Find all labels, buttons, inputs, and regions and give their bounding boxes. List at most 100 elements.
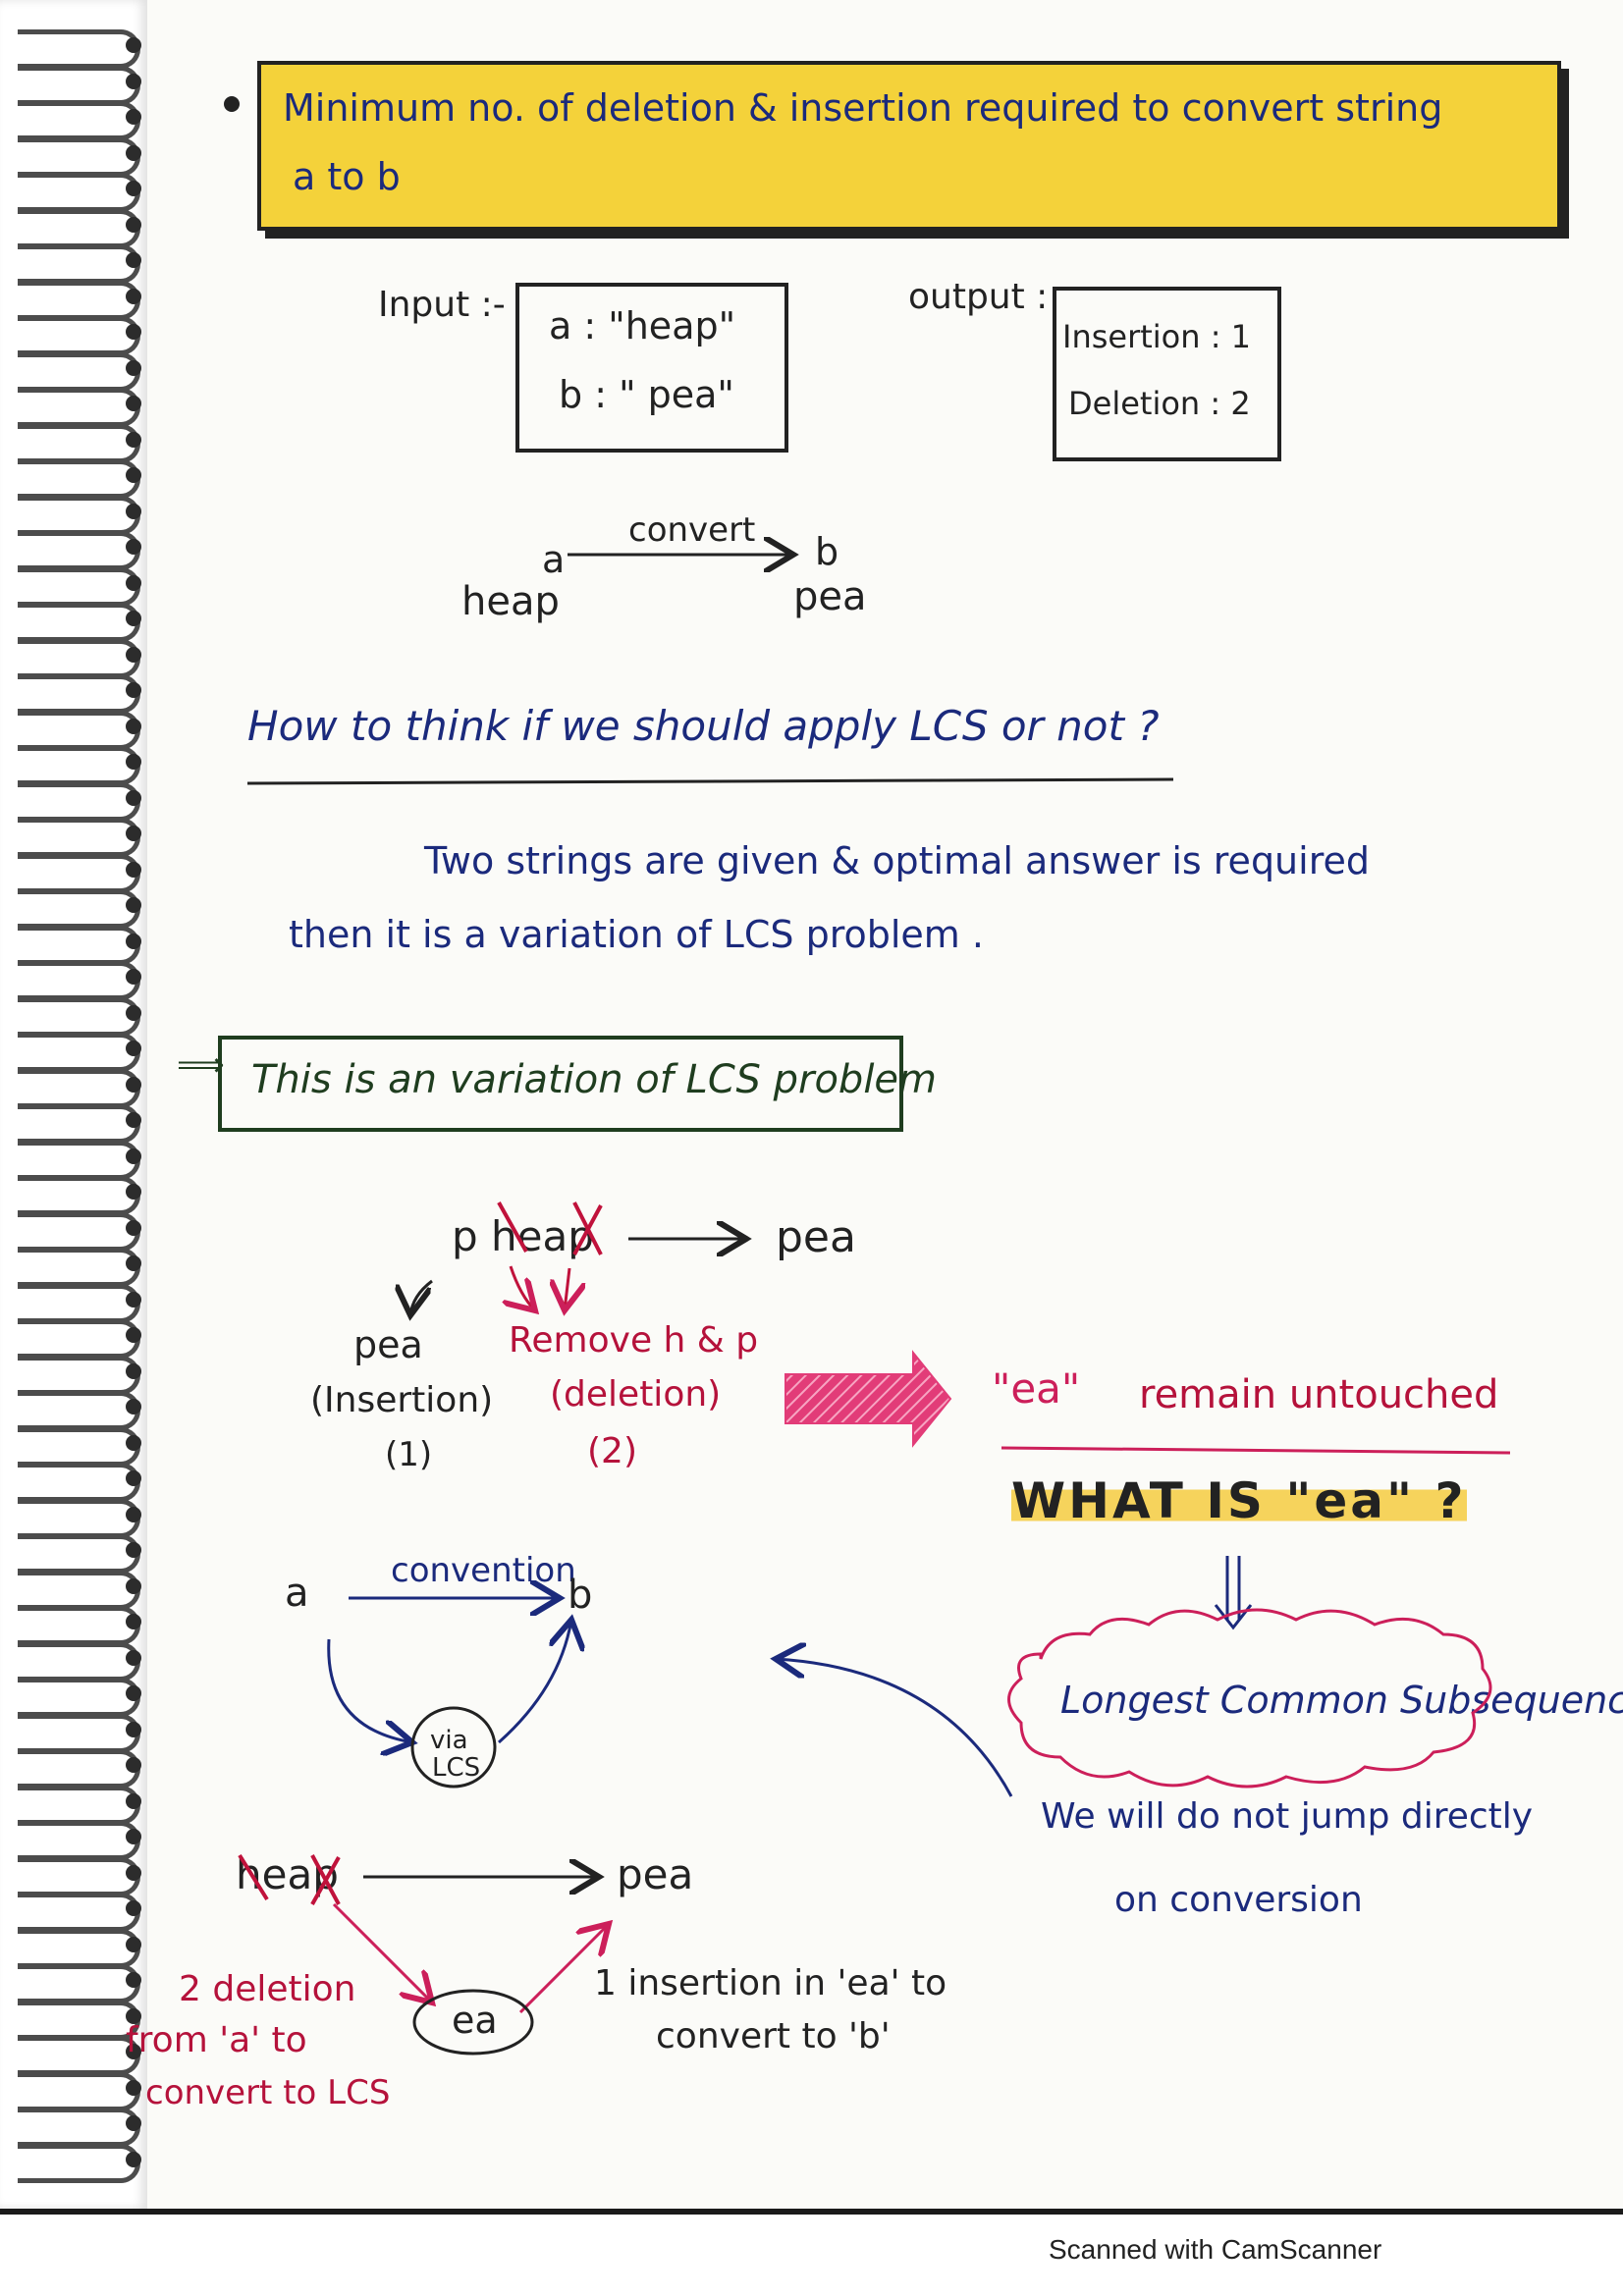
left-note-2: from 'a' to: [126, 2020, 307, 2060]
spiral-hole: [126, 73, 141, 89]
spiral-hole: [126, 1004, 141, 1021]
spiral-hole: [126, 252, 141, 268]
strike-h: [497, 1201, 528, 1253]
spiral-hole: [126, 1864, 141, 1881]
spiral-hole: [126, 1362, 141, 1379]
spiral-hole: [126, 1685, 141, 1701]
convert-b: b: [815, 530, 839, 573]
via-lcs-circle: [410, 1706, 497, 1789]
spiral-hole: [126, 789, 141, 806]
lcs-cloud-text: Longest Common Subsequence: [1060, 1679, 1623, 1722]
final-up-right: [518, 1924, 609, 2014]
insertion-word: pea: [353, 1323, 423, 1366]
final-strike-p2: [310, 1856, 341, 1905]
spiral-hole: [126, 1721, 141, 1737]
right-note-2: convert to 'b': [656, 2016, 891, 2056]
left-note-1: 2 deletion: [179, 1969, 356, 2009]
spiral-hole: [126, 181, 141, 196]
deletion-pointer-2: [565, 1267, 569, 1310]
conv-a: a: [285, 1571, 309, 1616]
remain-underline: [1001, 1446, 1511, 1455]
final-strike-h: [238, 1853, 269, 1901]
explanation-line-2: then it is a variation of LCS problem .: [289, 913, 984, 956]
spiral-hole: [126, 1041, 141, 1056]
spiral-hole: [126, 754, 141, 770]
spiral-hole: [126, 539, 141, 555]
spiral-hole: [126, 1255, 141, 1271]
drawing-layer: [238, 0, 1511, 2056]
spiral-hole: [126, 1327, 141, 1343]
final-middle: ea: [452, 1999, 498, 2042]
insertion-pointer: [410, 1279, 433, 1315]
notebook-page: Minimum no. of deletion & insertion requ…: [0, 0, 1623, 2215]
spiral-hole: [126, 1184, 141, 1200]
title-highlight-box: Minimum no. of deletion & insertion requ…: [257, 61, 1561, 231]
spiral-hole: [126, 2151, 141, 2167]
title-line-2: a to b: [293, 155, 401, 198]
spiral-hole: [126, 37, 141, 53]
spiral-hole: [126, 1757, 141, 1773]
conv-up-curve: [498, 1620, 571, 1744]
deletion-count: (2): [587, 1431, 637, 1471]
spiral-hole: [126, 646, 141, 663]
bullet-dot: [224, 96, 240, 112]
spiral-hole: [126, 1148, 141, 1164]
spiral-hole: [126, 2079, 141, 2096]
spiral-binding: [0, 0, 147, 2209]
transform-target: pea: [776, 1212, 856, 1262]
spiral-hole: [126, 933, 141, 949]
arrow-marker: ⟹: [177, 1045, 225, 1085]
spiral-hole: [126, 1542, 141, 1558]
spiral-hole: [126, 1112, 141, 1128]
input-box: a : "heap" b : " pea": [515, 283, 788, 453]
spiral-hole: [126, 359, 141, 376]
convert-b-value: pea: [793, 574, 867, 619]
what-is-heading: WHAT IS "ea" ?: [1011, 1472, 1467, 1529]
spiral-hole: [126, 144, 141, 161]
input-a-value: a : "heap": [549, 304, 736, 347]
spiral-hole: [126, 396, 141, 411]
variation-box: This is an variation of LCS problem: [218, 1036, 937, 1132]
convert-arrow-label: convert: [628, 510, 756, 550]
deletion-pointer-1: [511, 1265, 535, 1310]
note-line-2: on conversion: [1114, 1880, 1363, 1920]
double-arrow-head: [1214, 1604, 1253, 1630]
convert-a: a: [542, 538, 566, 581]
conv-down-curve: [327, 1638, 412, 1742]
title-line-1: Minimum no. of deletion & insertion requ…: [283, 86, 1443, 130]
spiral-hole: [126, 1900, 141, 1916]
footer-watermark: Scanned with CamScanner: [1049, 2234, 1382, 2265]
spiral-hole: [126, 2115, 141, 2131]
output-box: Insertion : 1 Deletion : 2: [1053, 287, 1281, 461]
spiral-hole: [126, 1614, 141, 1629]
spiral-hole: [126, 503, 141, 519]
deletion-label: (deletion): [550, 1374, 722, 1415]
remain-quote: "ea": [992, 1364, 1081, 1413]
spiral-hole: [126, 431, 141, 448]
spiral-hole: [126, 969, 141, 985]
spiral-hole: [126, 288, 141, 304]
left-note-3: convert to LCS: [145, 2073, 391, 2112]
input-b-value: b : " pea": [559, 373, 734, 416]
spiral-hole: [126, 1434, 141, 1451]
spiral-hole: [126, 826, 141, 841]
input-label: Input :-: [378, 285, 506, 325]
deletion-text: Remove h & p: [509, 1320, 759, 1361]
spiral-hole: [126, 1936, 141, 1952]
variation-note: This is an variation of LCS problem: [251, 1057, 938, 1102]
output-deletion: Deletion : 2: [1068, 385, 1251, 422]
spiral-hole: [126, 216, 141, 233]
final-target: pea: [617, 1850, 694, 1898]
spiral-hole: [126, 1829, 141, 1844]
remain-text: remain untouched: [1139, 1372, 1499, 1417]
lcs-question: How to think if we should apply LCS or n…: [247, 702, 1160, 750]
explanation-line-1: Two strings are given & optimal answer i…: [424, 839, 1370, 882]
spiral-hole: [126, 682, 141, 698]
spiral-hole: [126, 109, 141, 125]
spiral-hole: [126, 324, 141, 340]
final-down-left: [332, 1902, 432, 2002]
lcs-cloud-outline: [1007, 1608, 1492, 1789]
insertion-label: (Insertion): [310, 1380, 494, 1420]
spiral-hole: [126, 611, 141, 626]
convert-a-value: heap: [461, 579, 560, 624]
